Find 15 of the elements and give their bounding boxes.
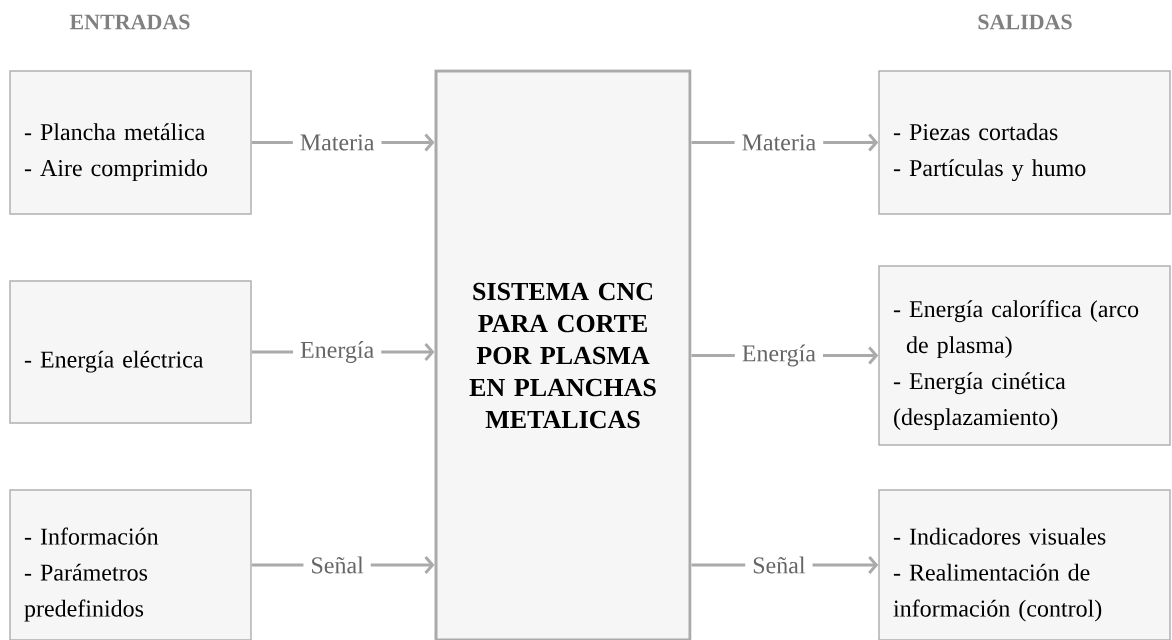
input-box: - Información - Parámetros predefinidos [9, 489, 252, 640]
edge-label: Energía [734, 342, 823, 369]
edge-label: Materia [292, 132, 382, 153]
system-box: SISTEMA CNC PARA CORTE POR PLASMA EN PLANCHAS METALICAS [434, 69, 692, 640]
edge-label: Materia [734, 132, 824, 153]
output-box: - Piezas cortadas - Partículas y humo [878, 70, 1171, 215]
column-heading: SALIDAS [978, 14, 1072, 30]
column-heading: ENTRADAS [69, 14, 190, 30]
input-box: - Plancha metálica - Aire comprimido [9, 70, 252, 215]
edge-label: Energía [293, 339, 382, 365]
output-box: - Energía calorífica (arco de plasma) - Energía cinética (desplazamiento) [878, 265, 1171, 446]
output-box: - Indicadores visuales - Realimentación de información (control) [878, 489, 1171, 640]
edge-label: Señal [745, 554, 813, 576]
edge-label: Señal [303, 554, 371, 576]
input-box: - Energía eléctrica [9, 280, 252, 424]
